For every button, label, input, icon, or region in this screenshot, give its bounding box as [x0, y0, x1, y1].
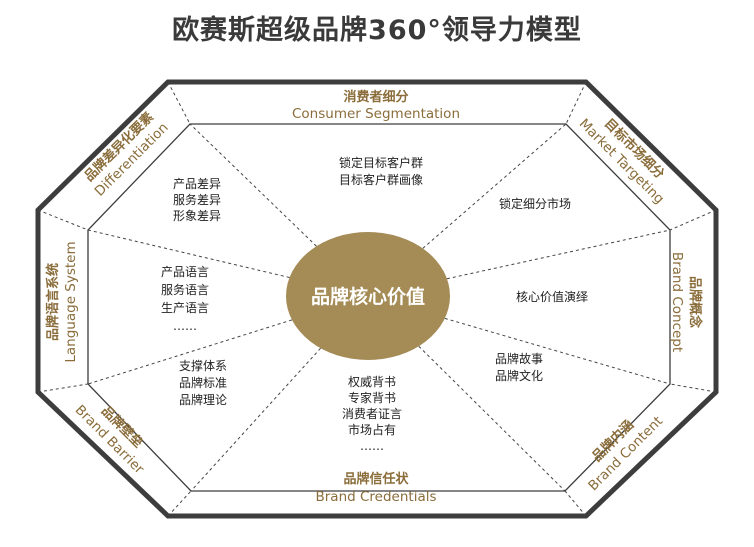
- spoke-line: [446, 229, 671, 280]
- core-value-label: 品牌核心价值: [311, 285, 425, 308]
- spoke-lines: [87, 123, 671, 492]
- segment-en-label: Consumer Segmentation: [292, 106, 460, 122]
- corner-connector: [669, 383, 717, 393]
- segment-item: 品牌理论: [179, 393, 227, 407]
- segment-language-system: 品牌语言系统 Language System 产品语言 服务语言 生产语言 ……: [45, 241, 209, 362]
- segment-item: ……: [173, 319, 197, 333]
- segment-item: 产品语言: [161, 265, 209, 279]
- segment-item: 支撑体系: [179, 358, 227, 373]
- segment-cn-label: 品牌信任状: [343, 471, 409, 487]
- segment-consumer-segmentation: 消费者细分 Consumer Segmentation 锁定目标客户群 目标客户…: [292, 89, 460, 187]
- segment-item: 锁定目标客户群: [339, 155, 423, 170]
- corner-connector: [565, 81, 587, 125]
- page-title: 欧赛斯超级品牌360°领导力模型: [172, 15, 582, 46]
- spoke-line: [189, 123, 317, 247]
- segment-item: 品牌标准: [179, 376, 227, 390]
- segment-item: 锁定细分市场: [499, 196, 571, 211]
- segment-item: 核心价值演绎: [516, 289, 588, 304]
- core-ellipse: [286, 232, 450, 360]
- segment-item: 市场占有: [348, 422, 396, 437]
- corner-connector: [37, 209, 89, 231]
- segment-en-label: Brand Credentials: [315, 489, 436, 505]
- spoke-line: [418, 345, 566, 492]
- spoke-line: [190, 347, 321, 492]
- segment-item: 权威背书: [348, 375, 396, 389]
- segment-item: 生产语言: [161, 301, 209, 315]
- segment-item: 专家背书: [348, 390, 396, 405]
- corner-connector: [669, 209, 717, 231]
- segment-cn-label: 消费者细分: [343, 89, 408, 105]
- segment-cn-label: 品牌概念: [687, 276, 703, 328]
- corner-connectors: [37, 81, 717, 517]
- segment-item: 消费者证言: [342, 407, 402, 421]
- segment-item: 服务语言: [161, 282, 209, 297]
- segment-item: 品牌文化: [495, 368, 543, 383]
- segment-en-label: Language System: [63, 241, 79, 362]
- spoke-line: [422, 123, 567, 249]
- segment-item: 品牌故事: [495, 351, 543, 366]
- segment-item: 产品差异: [173, 177, 221, 191]
- segment-brand-credentials: 权威背书 专家背书 消费者证言 市场占有 …… 品牌信任状 Brand Cred…: [315, 375, 436, 505]
- segment-item: 目标客户群画像: [339, 172, 423, 187]
- corner-connector: [167, 81, 191, 125]
- corner-connector: [37, 383, 89, 393]
- spoke-line: [87, 229, 290, 278]
- segment-cn-label: 品牌语言系统: [45, 263, 61, 341]
- segment-item: 形象差异: [173, 209, 221, 223]
- segment-item: ……: [360, 439, 384, 453]
- segment-item: 服务差异: [173, 192, 221, 207]
- segment-brand-concept: 品牌概念 Brand Concept 核心价值演绎: [516, 252, 703, 352]
- segment-en-label: Brand Concept: [669, 252, 685, 352]
